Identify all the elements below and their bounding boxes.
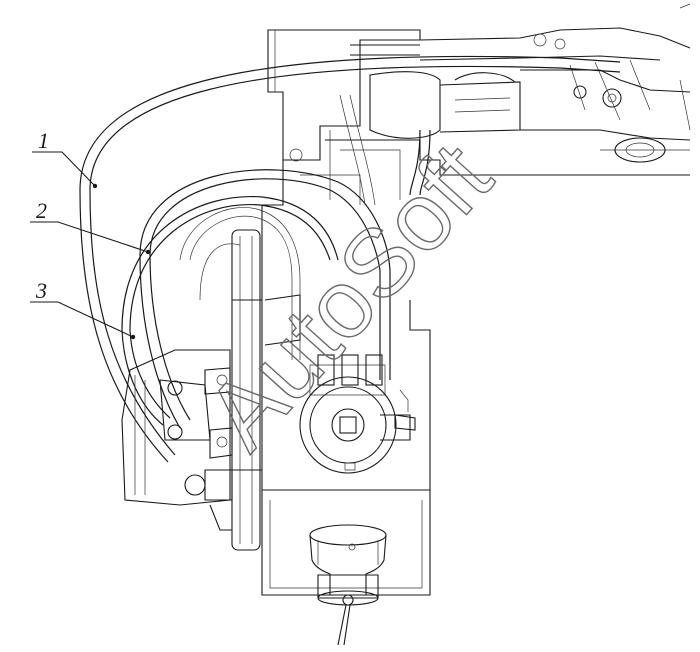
callout-dot-1 bbox=[92, 183, 98, 189]
callout-dot-2 bbox=[145, 249, 151, 255]
corner-mark bbox=[679, 3, 691, 9]
left-gearbox bbox=[121, 349, 233, 531]
callout-label-3: 3 bbox=[35, 278, 47, 303]
callout-label-2: 2 bbox=[36, 198, 47, 223]
filter-canister bbox=[309, 524, 387, 646]
background-hoses bbox=[179, 94, 431, 360]
engine-block bbox=[261, 29, 690, 280]
right-bracket bbox=[394, 389, 416, 431]
mounting-plate bbox=[231, 229, 262, 551]
top-right-assembly bbox=[350, 27, 691, 163]
callout-leaders bbox=[30, 151, 151, 340]
hose-2 bbox=[139, 169, 391, 429]
hose-1 bbox=[79, 55, 621, 463]
callout-dot-3 bbox=[130, 334, 136, 340]
callout-label-1: 1 bbox=[38, 128, 49, 153]
hose-3 bbox=[121, 195, 339, 426]
